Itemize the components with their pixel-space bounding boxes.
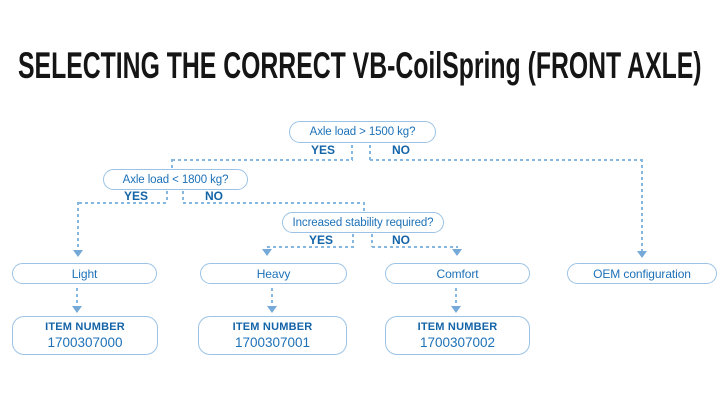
connector-d1-no-drop bbox=[641, 159, 643, 252]
connector-d2-no-stub bbox=[182, 191, 184, 203]
connector-d3-yes-horizontal bbox=[267, 246, 354, 248]
result-pill-oem-configuration: OEM configuration bbox=[567, 263, 717, 284]
item-number-card-light: ITEM NUMBER 1700307000 bbox=[12, 316, 158, 355]
item-number-card-heavy: ITEM NUMBER 1700307001 bbox=[198, 316, 347, 355]
no-label: NO bbox=[392, 233, 410, 247]
yes-label: YES bbox=[308, 233, 333, 247]
connector-d2-no-drop bbox=[363, 202, 365, 213]
item-number-heading: ITEM NUMBER bbox=[45, 321, 125, 333]
arrow-down-icon bbox=[637, 251, 647, 258]
connector-comfort-item bbox=[455, 288, 457, 307]
connector-light-item bbox=[76, 288, 78, 307]
result-pill-comfort: Comfort bbox=[385, 263, 530, 284]
connector-d3-no-horizontal bbox=[372, 246, 458, 248]
item-number-value: 1700307001 bbox=[234, 335, 311, 350]
arrow-down-icon bbox=[262, 249, 272, 256]
connector-d1-yes-stub bbox=[351, 145, 353, 160]
arrow-down-icon bbox=[73, 250, 83, 257]
item-number-card-comfort: ITEM NUMBER 1700307002 bbox=[385, 316, 530, 355]
item-number-heading: ITEM NUMBER bbox=[232, 321, 313, 333]
decision-pill-axle-load-1500: Axle load > 1500 kg? bbox=[289, 121, 436, 143]
result-pill-light: Light bbox=[12, 263, 157, 284]
arrow-down-icon bbox=[451, 306, 461, 313]
arrow-down-icon bbox=[72, 306, 82, 313]
arrow-down-icon bbox=[267, 306, 277, 313]
no-label: NO bbox=[205, 189, 223, 203]
connector-d2-yes-drop bbox=[77, 202, 79, 250]
item-number-heading: ITEM NUMBER bbox=[417, 321, 498, 333]
connector-d3-no-stub bbox=[371, 234, 373, 247]
connector-d2-yes-stub bbox=[166, 191, 168, 203]
decision-pill-increased-stability: Increased stability required? bbox=[282, 212, 444, 233]
no-label: NO bbox=[392, 143, 410, 157]
yes-label: YES bbox=[310, 143, 335, 157]
arrow-down-icon bbox=[452, 249, 462, 256]
item-number-value: 1700307000 bbox=[47, 335, 123, 350]
connector-d2-yes-horizontal bbox=[79, 202, 168, 204]
decision-pill-axle-load-1800: Axle load < 1800 kg? bbox=[103, 169, 248, 190]
page-title: SELECTING THE CORRECT VB-CoilSpring (FRO… bbox=[18, 45, 702, 86]
item-number-value: 1700307002 bbox=[419, 335, 496, 350]
yes-label: YES bbox=[123, 189, 148, 203]
connector-d1-yes-horizontal bbox=[172, 159, 353, 161]
connector-d1-yes-drop bbox=[171, 159, 173, 170]
result-pill-heavy: Heavy bbox=[200, 263, 347, 284]
connector-d1-no-horizontal bbox=[370, 159, 642, 161]
connector-heavy-item bbox=[271, 288, 273, 307]
connector-d3-yes-stub bbox=[352, 234, 354, 247]
connector-d1-no-stub bbox=[369, 145, 371, 160]
connector-d2-no-horizontal bbox=[183, 202, 365, 204]
